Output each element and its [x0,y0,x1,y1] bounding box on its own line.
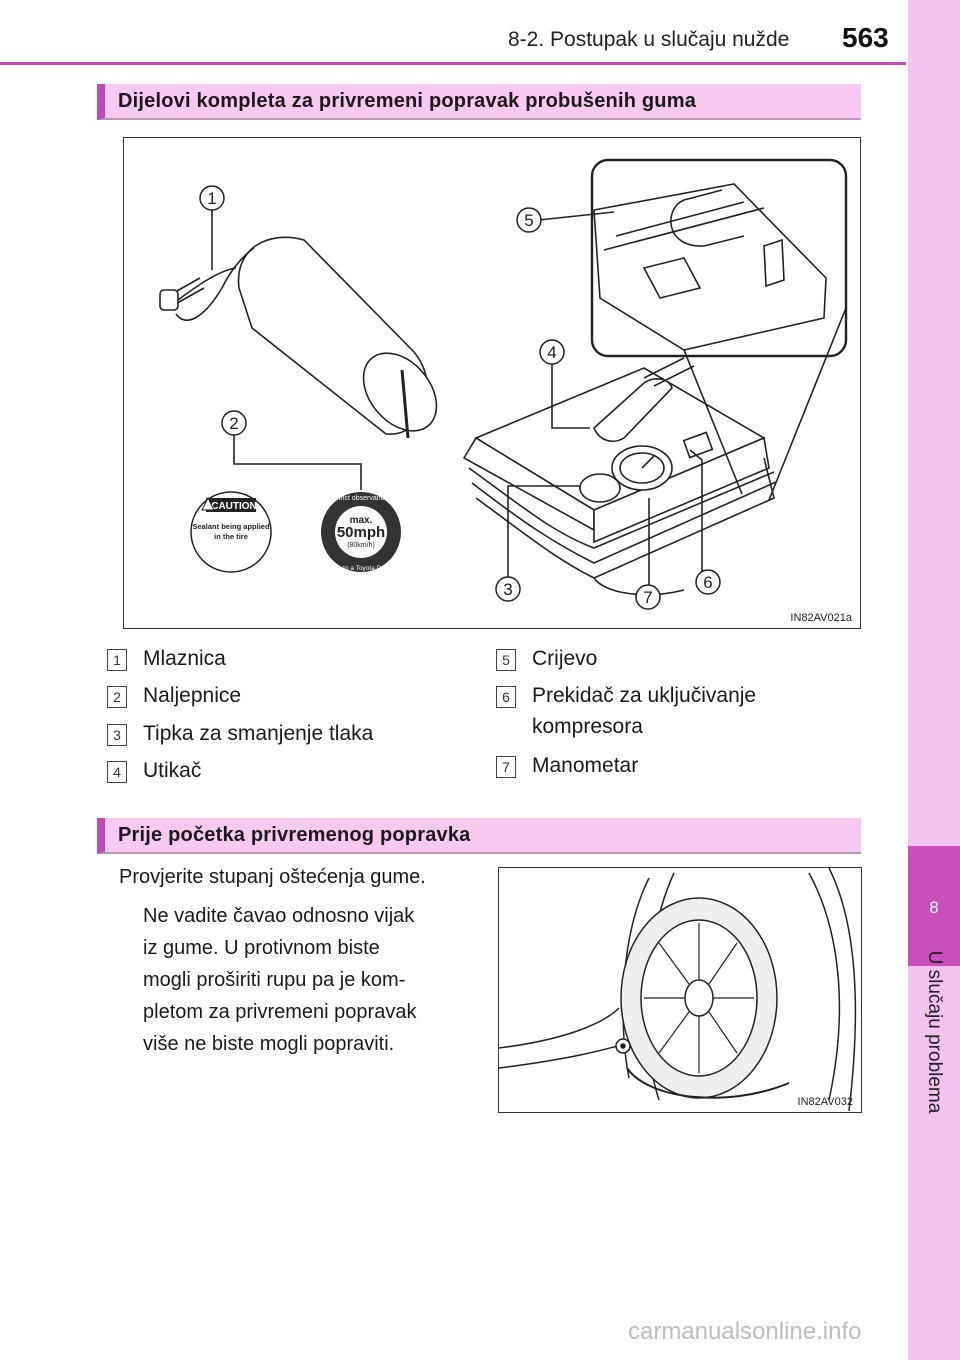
watermark: carmanualsonline.info [628,1318,862,1345]
paragraph-line: pletom za privremeni popravak [143,1001,417,1023]
legend-label-gauge: Manometar [532,754,639,777]
paragraph-line: mogli proširiti rupu pa je kom- [143,969,406,991]
instruction-text: Provjerite stupanj oštećenja gume. [119,866,426,888]
callout-4: 4 [547,343,556,362]
chapter-number-tab: 8 [908,846,960,966]
warning-paragraph: Ne vadite čavao odnosno vijak iz gume. U… [143,900,477,1060]
svg-text:Strict observance: Strict observance [334,495,388,502]
figure-code: IN82AV032 [797,1096,853,1108]
chapter-title: U slučaju problema [924,950,945,1114]
legend-label-compressor-switch-cont: kompresora [532,715,643,738]
legend-label-compressor-switch: Prekidač za uključivanje [532,684,757,707]
svg-text:Drive to a Toyota Dealer: Drive to a Toyota Dealer [326,565,396,572]
kit-parts-figure: 1 2 3 4 5 6 7 CAUTION Sealant being appl… [123,137,861,629]
legend-num-6: 6 [496,686,516,708]
figure-code: IN82AV021a [790,612,852,624]
callout-6: 6 [703,573,712,592]
callout-3: 3 [503,580,512,599]
legend-num-4: 4 [107,761,127,783]
page-number: 563 [842,22,889,53]
chapter-side-tab [908,0,960,1360]
section-header: 8-2. Postupak u slučaju nužde [508,28,790,51]
legend-label-hose: Crijevo [532,647,598,670]
legend-label-plug: Utikač [143,759,202,782]
chapter-number: 8 [929,898,939,917]
header-divider [0,62,906,65]
legend-num-7: 7 [496,756,516,778]
legend-num-1: 1 [107,649,127,671]
legend-num-3: 3 [107,724,127,746]
section-heading-kit-parts: Dijelovi kompleta za privremeni popravak… [97,84,861,120]
svg-text:CAUTION: CAUTION [211,501,257,512]
callout-1: 1 [207,189,216,208]
svg-text:in the tire: in the tire [214,532,248,541]
callout-2: 2 [229,414,238,433]
kit-illustration: 1 2 3 4 5 6 7 CAUTION Sealant being appl… [159,158,848,610]
paragraph-line: Ne vadite čavao odnosno vijak [143,905,415,927]
legend-num-5: 5 [496,649,516,671]
speed-limit-sticker: max. 50mph (80km/h) Strict observance Dr… [321,492,401,572]
tire-damage-figure: IN82AV032 [498,867,862,1113]
svg-text:Sealant being applied: Sealant being applied [192,522,270,531]
legend-label-stickers: Naljepnice [143,684,242,707]
legend-label-pressure-button: Tipka za smanjenje tlaka [143,722,374,745]
callout-7: 7 [643,588,652,607]
paragraph-line: više ne biste mogli popraviti. [143,1033,395,1055]
caution-sticker: CAUTION Sealant being applied in the tir… [190,491,272,573]
callout-5: 5 [524,211,533,230]
section-heading-text: Dijelovi kompleta za privremeni popravak… [118,90,697,112]
legend-num-2: 2 [107,686,127,708]
paragraph-line: iz gume. U protivnom biste [143,937,380,959]
section-heading-before-repair: Prije početka privremenog popravka [97,818,861,854]
svg-text:50mph: 50mph [337,524,385,541]
section-heading-text: Prije početka privremenog popravka [118,824,471,846]
svg-text:max.: max. [350,515,373,526]
svg-text:(80km/h): (80km/h) [347,542,375,549]
tire-illustration [498,867,857,1112]
legend-label-nozzle: Mlaznica [143,647,226,670]
